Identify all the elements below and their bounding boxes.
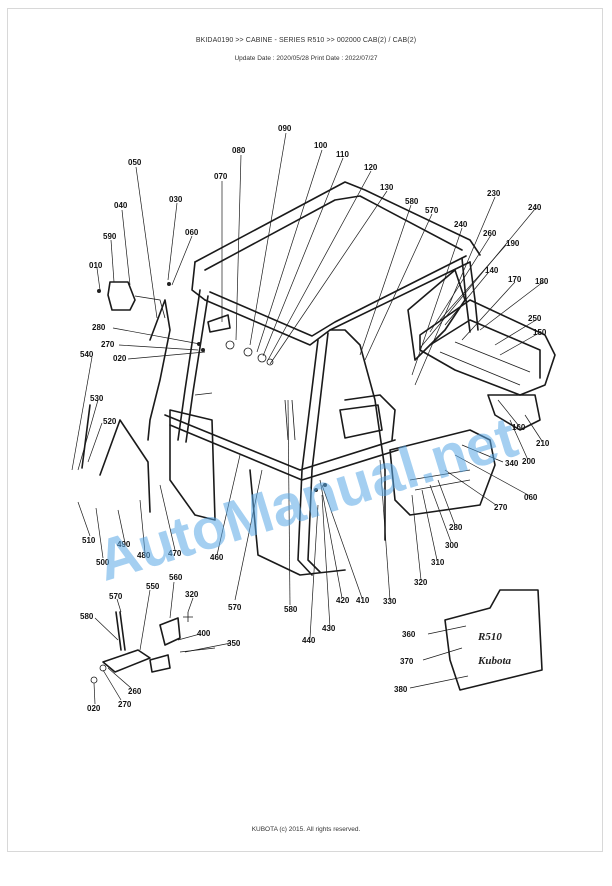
callout-590: 590: [103, 232, 117, 241]
callout-300: 300: [445, 541, 459, 550]
callout-labels: 090 080 100 110 120 130 050 070 040 030 …: [80, 124, 550, 713]
callout-240-b: 240: [528, 203, 542, 212]
callout-430: 430: [322, 624, 336, 633]
callout-060-right: 060: [524, 493, 538, 502]
callout-320-bottom: 320: [185, 590, 199, 599]
callout-070: 070: [214, 172, 228, 181]
update-print-dates: Update Date : 2020/05/28 Print Date : 20…: [234, 55, 378, 62]
callout-280-right: 280: [449, 523, 463, 532]
callout-580-top: 580: [405, 197, 419, 206]
callout-540: 540: [80, 350, 94, 359]
callout-240-a: 240: [454, 220, 468, 229]
callout-400: 400: [197, 629, 211, 638]
callout-200: 200: [522, 457, 536, 466]
callout-360: 360: [402, 630, 416, 639]
callout-580-bottom: 580: [80, 612, 94, 621]
callout-410: 410: [356, 596, 370, 605]
callout-020-left: 020: [113, 354, 127, 363]
callout-280-left: 280: [92, 323, 106, 332]
decal-text-brand: Kubota: [477, 655, 512, 667]
callout-270-left: 270: [101, 340, 115, 349]
callout-520: 520: [103, 417, 117, 426]
callout-460: 460: [210, 553, 224, 562]
callout-320-mid: 320: [414, 578, 428, 587]
decal-text-model: R510: [477, 631, 502, 643]
decal-plate: R510 Kubota: [444, 589, 543, 691]
leader-lines: [71, 132, 544, 705]
callout-330: 330: [383, 597, 397, 606]
callout-580-mid: 580: [284, 605, 298, 614]
callout-110: 110: [336, 150, 349, 159]
breadcrumb: BKIDA0190 >> CABINE - SERIES R510 >> 002…: [195, 37, 417, 44]
callout-080: 080: [232, 146, 246, 155]
callout-560: 560: [169, 573, 183, 582]
callout-170: 170: [508, 275, 522, 284]
callout-480: 480: [137, 551, 151, 560]
callout-190: 190: [506, 239, 520, 248]
callout-550: 550: [146, 582, 160, 591]
callout-270-bottom: 270: [118, 700, 132, 709]
callout-150: 150: [533, 328, 547, 337]
callout-350: 350: [227, 639, 241, 648]
callout-120: 120: [364, 163, 378, 172]
callout-310: 310: [431, 558, 445, 567]
page-frame: [7, 8, 603, 852]
callout-500: 500: [96, 558, 110, 567]
callout-260-top: 260: [483, 229, 497, 238]
callout-440: 440: [302, 636, 316, 645]
callout-260-bottom: 260: [128, 687, 142, 696]
callout-270-right: 270: [494, 503, 508, 512]
callout-510: 510: [82, 536, 96, 545]
copyright-footer: KUBOTA (c) 2015. All rights reserved.: [251, 826, 361, 833]
callout-140: 140: [485, 266, 499, 275]
callout-100: 100: [314, 141, 328, 150]
callout-530: 530: [90, 394, 104, 403]
callout-050: 050: [128, 158, 142, 167]
callout-370: 370: [400, 657, 414, 666]
callout-250: 250: [528, 314, 542, 323]
callout-470: 470: [168, 549, 182, 558]
callout-340: 340: [505, 459, 519, 468]
callout-010: 010: [89, 261, 103, 270]
callout-180: 180: [535, 277, 549, 286]
callout-060: 060: [185, 228, 199, 237]
callout-570-bottom: 570: [109, 592, 123, 601]
callout-570-top: 570: [425, 206, 439, 215]
callout-040: 040: [114, 201, 128, 210]
callout-130: 130: [380, 183, 394, 192]
callout-380: 380: [394, 685, 408, 694]
callout-420: 420: [336, 596, 350, 605]
callout-160: 160: [512, 423, 526, 432]
callout-490: 490: [117, 540, 131, 549]
callout-230: 230: [487, 189, 501, 198]
callout-570-mid: 570: [228, 603, 242, 612]
callout-030: 030: [169, 195, 183, 204]
callout-210: 210: [536, 439, 550, 448]
callout-090: 090: [278, 124, 292, 133]
callout-020-bottom: 020: [87, 704, 101, 713]
